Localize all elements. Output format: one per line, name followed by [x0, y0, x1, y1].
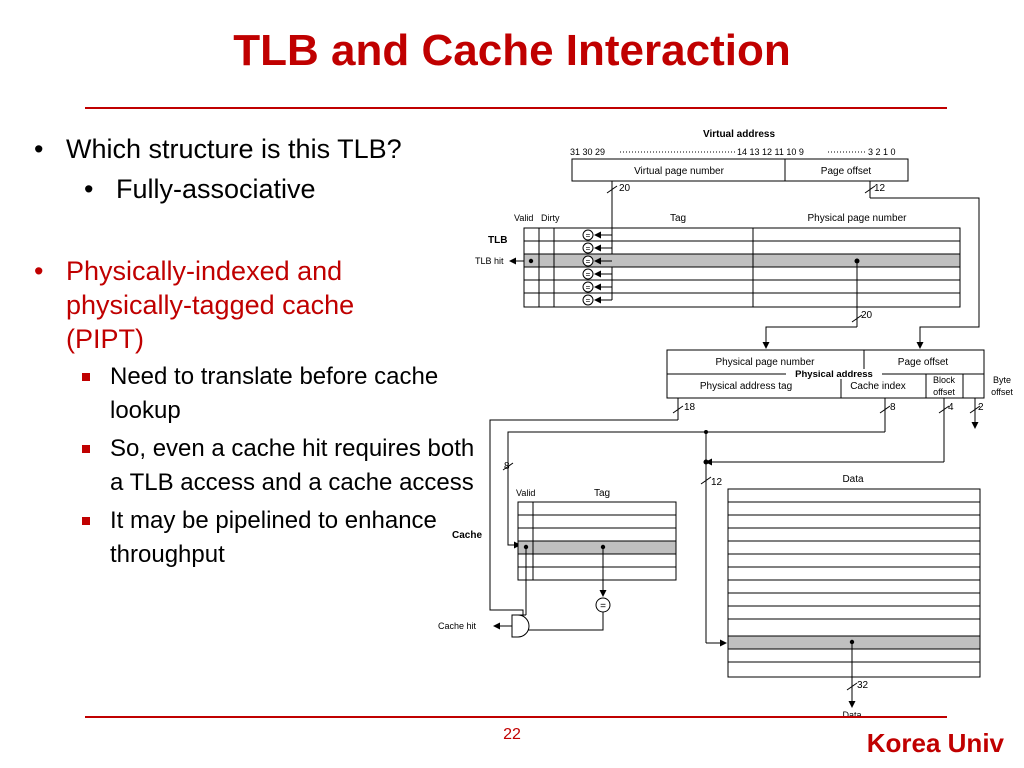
tlb-hit-label: TLB hit — [475, 256, 504, 266]
tlb-hit-row — [524, 254, 960, 267]
page-offset-width-label: 12 — [874, 183, 886, 194]
data-array — [727, 488, 981, 678]
cache-hit-label: Cache hit — [438, 621, 477, 631]
sub-bullet-translate: Need to translate before cache lookup — [30, 360, 470, 428]
ppn-width-label: 20 — [861, 310, 873, 321]
data-width-label: 32 — [857, 680, 869, 691]
slide-title: TLB and Cache Interaction — [233, 26, 791, 75]
svg-text:=: = — [586, 231, 591, 240]
pa-page-offset-field: Page offset — [898, 357, 949, 368]
block-offset-width-label: 4 — [948, 402, 954, 413]
block-offset-field-line2: offset — [933, 387, 955, 397]
svg-text:=: = — [586, 244, 591, 253]
cache-index-width-label-2: 8 — [504, 461, 510, 472]
bullet-list: Which structure is this TLB? Fully-assoc… — [30, 132, 474, 572]
svg-text:=: = — [586, 257, 591, 266]
bullet-question: Which structure is this TLB? — [30, 132, 470, 166]
page-number: 22 — [503, 726, 521, 743]
svg-text:=: = — [586, 283, 591, 292]
tlb-ppn-header: Physical page number — [808, 213, 908, 224]
svg-text:=: = — [586, 296, 591, 305]
data-output-label: Data — [842, 710, 861, 720]
block-offset-field-line1: Block — [933, 375, 956, 385]
cache-index-field: Cache index — [850, 381, 906, 392]
vpn-width-label: 20 — [619, 183, 631, 194]
sub-bullet-pipelined: It may be pipelined to enhance throughpu… — [30, 504, 440, 572]
virtual-address-label: Virtual address — [703, 129, 776, 140]
va-bit-numbers-right: 3 2 1 0 — [868, 147, 896, 157]
va-bit-numbers-mid: 14 13 12 11 10 9 — [737, 147, 804, 157]
data-index-width-label: 12 — [711, 477, 723, 488]
byte-offset-label-line2: offset — [991, 387, 1013, 397]
tlb-label: TLB — [488, 235, 507, 246]
title-divider — [85, 107, 947, 109]
svg-text:=: = — [586, 270, 591, 279]
footer-divider — [85, 716, 947, 718]
byte-offset-label-line1: Byte — [993, 375, 1011, 385]
footer-brand: Korea Univ — [866, 728, 1004, 758]
pa-tag-field: Physical address tag — [700, 381, 792, 392]
cache-label: Cache — [452, 530, 482, 541]
cache-hit-and-gate — [511, 614, 530, 638]
tlb-valid-header: Valid — [514, 213, 533, 223]
data-array-header: Data — [842, 474, 864, 485]
cache-index-width-label: 8 — [890, 402, 896, 413]
pa-ppn-field: Physical page number — [716, 357, 816, 368]
bullet-pipt: Physically-indexed and physically-tagged… — [30, 254, 426, 356]
cache-tag-header: Tag — [594, 488, 610, 499]
pa-tag-width-label: 18 — [684, 402, 696, 413]
bullet-answer: Fully-associative — [30, 172, 470, 206]
virtual-address-register — [571, 158, 909, 182]
cache-valid-header: Valid — [516, 488, 535, 498]
page-offset-field: Page offset — [821, 166, 872, 177]
byte-offset-width-label: 2 — [978, 402, 984, 413]
virtual-page-number-field: Virtual page number — [634, 166, 725, 177]
cache-hit-row — [518, 541, 676, 554]
tlb-tag-header: Tag — [670, 213, 686, 224]
va-bit-numbers-left: 31 30 29 — [570, 147, 605, 157]
sub-bullet-cache-hit: So, even a cache hit requires both a TLB… — [30, 432, 490, 500]
tlb-dirty-header: Dirty — [541, 213, 560, 223]
physical-address-label: Physical address — [795, 369, 873, 380]
tlb-comparators: = = = = = = — [582, 229, 612, 306]
comparator-symbol: = — [600, 601, 606, 612]
